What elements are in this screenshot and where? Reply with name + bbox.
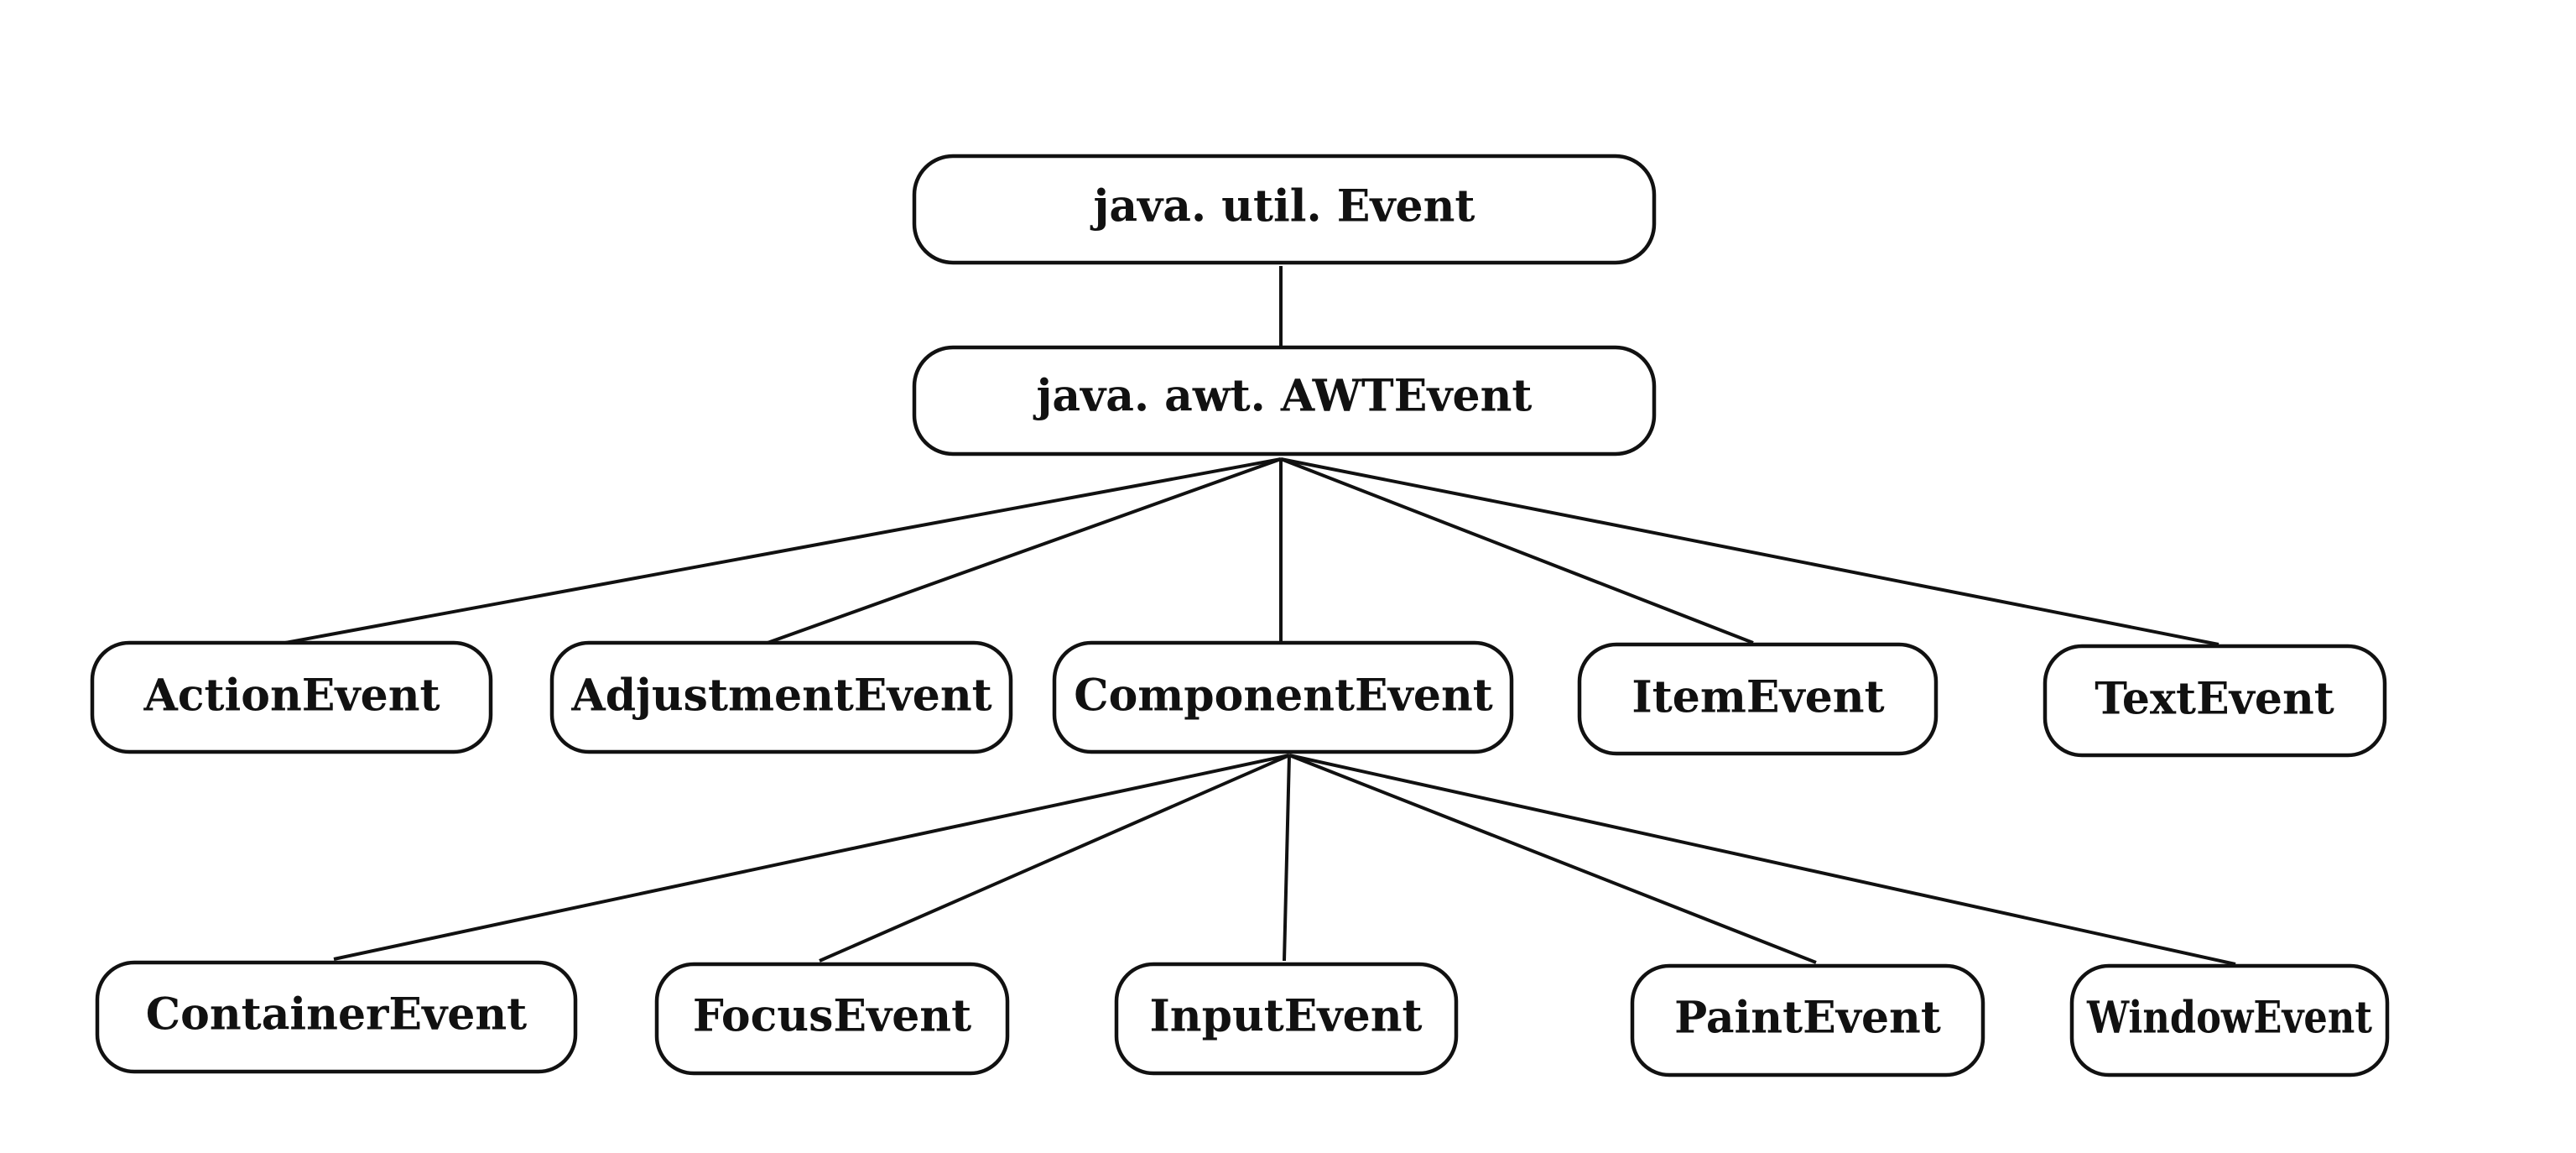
node-box <box>912 154 1657 265</box>
node-label: WindowEvent <box>2086 993 2372 1044</box>
node-box <box>95 960 578 1074</box>
node-label: AdjustmentEvent <box>570 670 991 722</box>
edges <box>284 266 2236 966</box>
edge-awtevent-to-textevent <box>1280 457 2220 646</box>
node-box <box>90 640 493 754</box>
node-box <box>654 962 1010 1076</box>
node-label: java. awt. AWTEvent <box>1033 371 1533 422</box>
node-java-awt-awtevent: java. awt. AWTEvent <box>912 345 1657 457</box>
node-box <box>912 345 1657 457</box>
edge-componentevent-to-windowevent <box>1288 754 2236 966</box>
node-label: ActionEvent <box>143 670 440 722</box>
node-box <box>1577 642 1939 756</box>
node-textevent: TextEvent <box>2043 644 2387 758</box>
edge-awtevent-to-itemevent <box>1280 457 1754 644</box>
node-label: ComponentEvent <box>1074 670 1493 722</box>
node-paintevent: PaintEvent <box>1630 963 1985 1077</box>
node-label: InputEvent <box>1149 991 1422 1042</box>
node-java-util-event: java. util. Event <box>912 154 1657 265</box>
node-box <box>1630 963 1985 1077</box>
node-componentevent: ComponentEvent <box>1052 640 1514 754</box>
node-box <box>1052 640 1514 754</box>
node-label: TextEvent <box>2095 674 2334 725</box>
node-windowevent: WindowEvent <box>2069 963 2390 1077</box>
edge-componentevent-to-paintevent <box>1288 754 1817 964</box>
edge-awtevent-to-actionevent <box>284 457 1282 644</box>
node-box <box>2069 963 2390 1077</box>
node-focusevent: FocusEvent <box>654 962 1010 1076</box>
node-box <box>1114 962 1459 1076</box>
node-label: ItemEvent <box>1631 672 1884 723</box>
edge-componentevent-to-inputevent <box>1283 754 1291 962</box>
node-itemevent: ItemEvent <box>1577 642 1939 756</box>
node-adjustmentevent: AdjustmentEvent <box>549 640 1013 754</box>
node-label: java. util. Event <box>1090 181 1475 232</box>
node-label: PaintEvent <box>1674 993 1941 1044</box>
node-label: FocusEvent <box>693 991 971 1042</box>
node-label: ContainerEvent <box>146 989 527 1041</box>
node-actionevent: ActionEvent <box>90 640 493 754</box>
edge-awtevent-to-adjustmentevent <box>767 457 1282 644</box>
edge-componentevent-to-focusevent <box>819 754 1290 963</box>
node-box <box>549 640 1013 754</box>
edge-componentevent-to-containerevent <box>333 754 1290 961</box>
node-box <box>2043 644 2387 758</box>
node-inputevent: InputEvent <box>1114 962 1459 1076</box>
node-containerevent: ContainerEvent <box>95 960 578 1074</box>
